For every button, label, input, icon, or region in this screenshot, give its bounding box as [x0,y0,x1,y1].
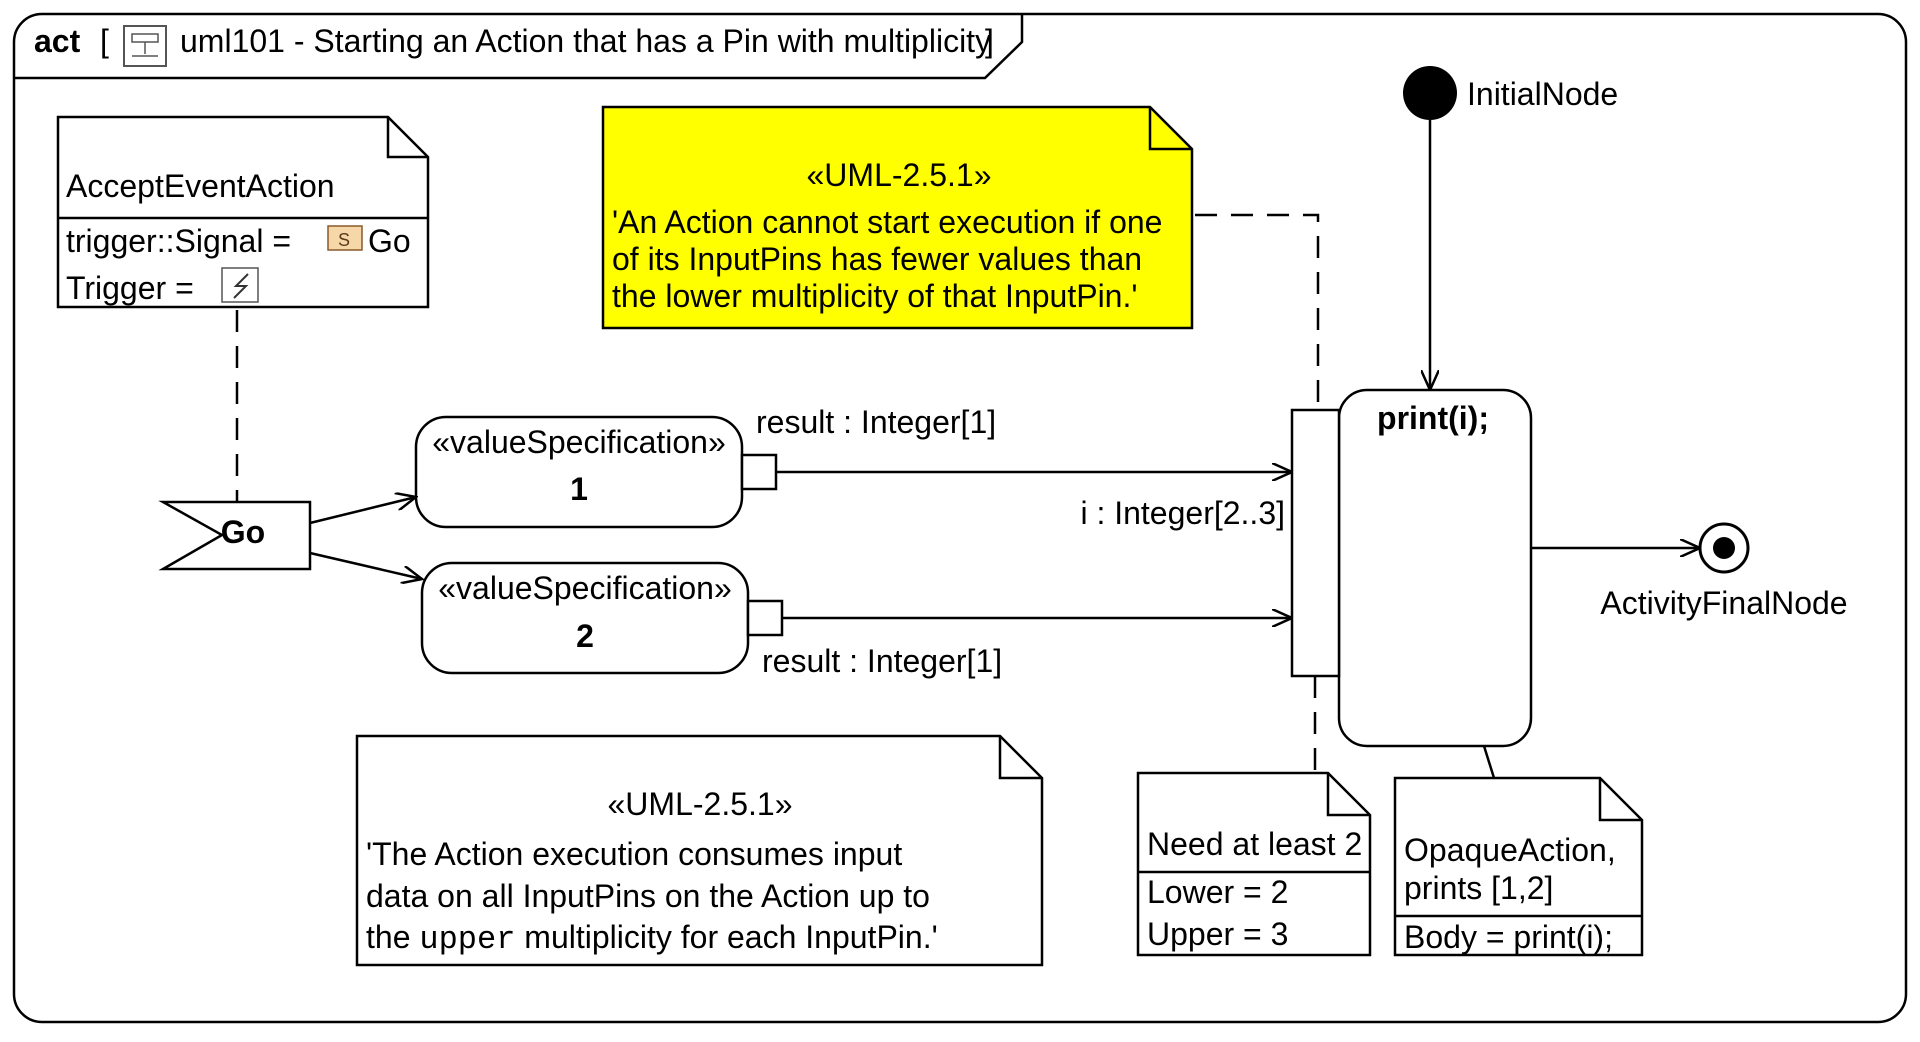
value-spec-2-stereotype: «valueSpecification» [438,570,732,606]
value-spec-1-stereotype: «valueSpecification» [432,424,726,460]
note-yellow-line-3: the lower multiplicity of that InputPin.… [612,278,1137,314]
svg-text:S: S [338,230,350,250]
accept-event-note-row-signal: trigger::Signal = [66,223,291,259]
note-pin-lower: Lower = 2 [1147,874,1288,910]
accept-event-label: Go [221,514,265,550]
accept-event-note-title: AcceptEventAction [66,168,335,204]
value-spec-1-pin-label: result : Integer[1] [756,404,996,440]
note-uml-constraint-start[interactable]: «UML-2.5.1» 'An Action cannot start exec… [601,105,1194,330]
note-bottom-line-1: 'The Action execution consumes input [366,836,902,872]
frame-kind: act [34,23,81,59]
final-node-label: ActivityFinalNode [1600,585,1847,621]
note-uml-consume[interactable]: «UML-2.5.1» 'The Action execution consum… [355,734,1044,967]
trigger-icon [221,267,259,303]
frame-title: uml101 - Starting an Action that has a P… [180,23,991,59]
note-opaque-line-1: OpaqueAction, [1404,832,1616,868]
opaque-action-name: print(i); [1377,400,1489,436]
note-opaque-body: Body = print(i); [1404,919,1613,955]
opaque-action[interactable]: print(i); [1337,388,1533,748]
note-pin-multiplicity[interactable]: Need at least 2 Lower = 2 Upper = 3 [1136,771,1372,957]
action-input-pin[interactable] [1290,408,1341,678]
note-bottom-line-3-pre: the [366,919,419,955]
accept-event-action[interactable]: Go [158,500,312,571]
value-spec-2-value: 2 [576,618,594,654]
value-spec-1[interactable]: «valueSpecification» 1 [414,415,778,529]
initial-node[interactable] [1403,66,1457,120]
note-yellow-line-2: of its InputPins has fewer values than [612,241,1142,277]
note-opaque-line-2: prints [1,2] [1404,870,1553,906]
anchor-opaque-note [1482,745,1496,779]
value-spec-2-output-pin[interactable] [746,599,784,637]
accept-event-note-signal-value: Go [368,223,411,259]
note-bottom-stereotype: «UML-2.5.1» [608,786,793,822]
accept-event-note[interactable]: AcceptEventAction trigger::Signal = S Go… [56,115,430,309]
note-pin-upper: Upper = 3 [1147,916,1288,952]
value-spec-2-pin-label: result : Integer[1] [762,643,1002,679]
note-bottom-code-upper: upper [419,921,515,958]
note-yellow-stereotype: «UML-2.5.1» [807,157,992,193]
frame-bracket-close: ] [985,23,994,59]
note-bottom-line-3: the upper multiplicity for each InputPin… [366,919,938,958]
frame-bracket-open: [ [100,23,109,59]
note-bottom-line-3-post: multiplicity for each InputPin.' [515,919,937,955]
anchor-yellow-note [1195,213,1320,410]
value-spec-1-value: 1 [570,471,588,507]
frame-header-border [14,14,1024,80]
note-bottom-line-2: data on all InputPins on the Action up t… [366,878,930,914]
note-opaque-action[interactable]: OpaqueAction, prints [1,2] Body = print(… [1393,776,1644,957]
flow-go-to-spec-2 [309,551,422,579]
flow-go-to-spec-1 [309,497,416,525]
note-pin-title: Need at least 2 [1147,826,1362,862]
signal-icon: S [327,225,363,251]
accept-event-note-row-trigger: Trigger = [66,270,194,306]
note-yellow-line-1: 'An Action cannot start execution if one [612,204,1162,240]
activity-final-node[interactable] [1698,522,1750,574]
value-spec-1-output-pin[interactable] [740,453,778,491]
action-input-pin-label: i : Integer[2..3] [1080,495,1285,531]
initial-node-label: InitialNode [1467,76,1618,112]
value-spec-2[interactable]: «valueSpecification» 2 [420,561,784,675]
diagram-icon [123,25,167,67]
